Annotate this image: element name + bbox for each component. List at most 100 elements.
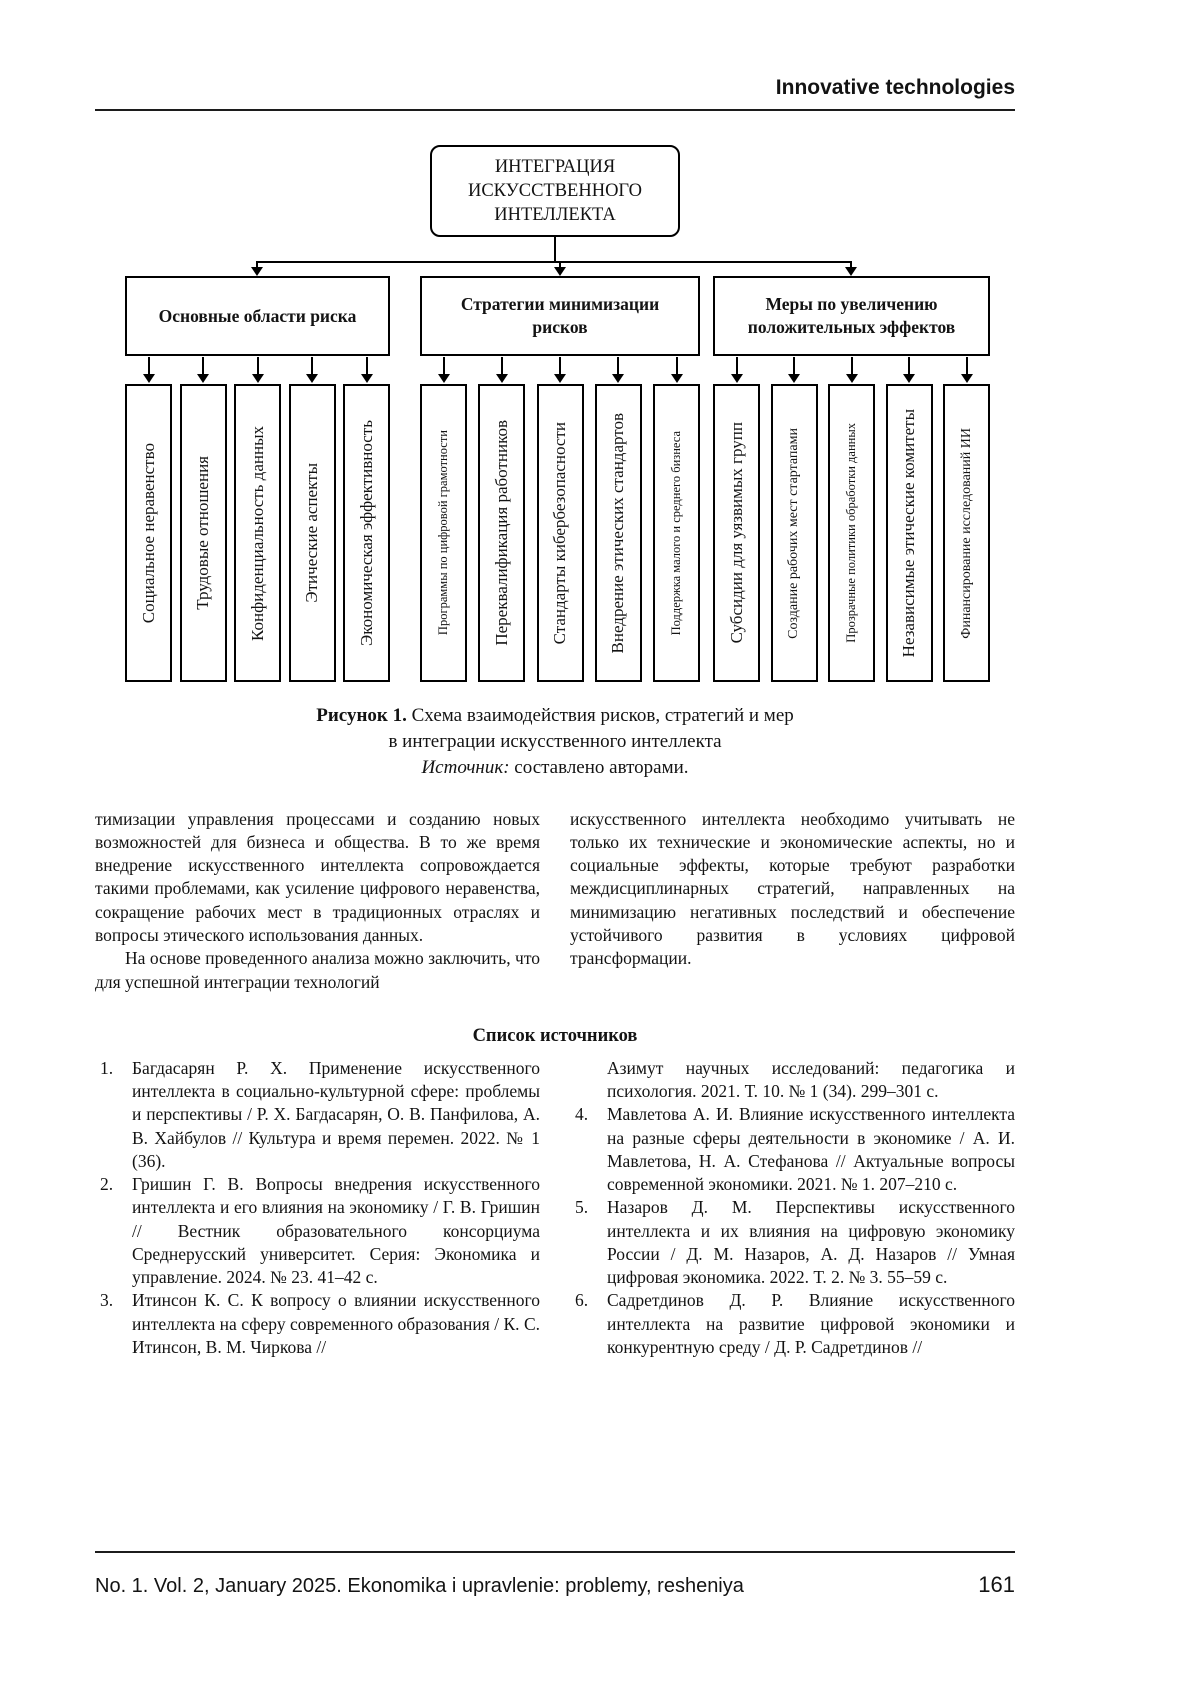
leaf-label: Прозрачные политики обработки данных (844, 423, 858, 643)
down-arrow-icon (420, 356, 467, 384)
leaf-label: Переквалификация работников (491, 420, 511, 646)
reference-item: 5. Назаров Д. М. Перспективы искусственн… (570, 1196, 1015, 1289)
reference-number: 2. (100, 1174, 114, 1195)
journal-page: Innovative technologies ИНТЕГРАЦИЯ ИСКУС… (95, 0, 1015, 1359)
figure-caption: Рисунок 1. Схема взаимодействия рисков, … (95, 703, 1015, 782)
down-arrow-icon (886, 356, 933, 384)
reference-item: 6. Садретдинов Д. Р. Влияние искусственн… (570, 1289, 1015, 1359)
diagram-leaf-node: Переквалификация работников (478, 384, 526, 682)
body-paragraph: искусственного интеллекта необходимо учи… (570, 808, 1015, 969)
leaf-label: Программы по цифровой грамотности (436, 430, 450, 636)
references-column-left: 1. Багдасарян Р. Х. Применение искусстве… (95, 1057, 540, 1359)
leaf-label: Внедрение этических стандартов (608, 412, 628, 654)
down-arrow-icon (289, 356, 336, 384)
figure-caption-line1: Рисунок 1. Схема взаимодействия рисков, … (95, 703, 1015, 729)
references-heading: Список источников (472, 1025, 638, 1046)
reference-text: Садретдинов Д. Р. Влияние искусственного… (607, 1290, 1015, 1357)
down-arrow-icon (845, 267, 857, 276)
down-arrow-icon (478, 356, 525, 384)
connector-line (850, 263, 852, 268)
body-paragraph: На основе проведенного анализа можно зак… (95, 948, 540, 992)
reference-text: Мавлетова А. И. Влияние искусственного и… (607, 1104, 1015, 1195)
footer-rule (95, 1551, 1015, 1553)
diagram-root-node: ИНТЕГРАЦИЯ ИСКУССТВЕННОГО ИНТЕЛЛЕКТА (430, 145, 680, 237)
reference-text: Азимут научных исследований: педагогика … (607, 1057, 1015, 1102)
down-arrow-icon (595, 356, 642, 384)
figure-source-text: составлено авторами. (509, 757, 689, 779)
branch-arrow-row (125, 356, 390, 384)
running-head: Innovative technologies (775, 76, 1015, 99)
branch-items-row: Программы по цифровой грамотности Перекв… (420, 384, 700, 682)
diagram-leaf-node: Стандарты кибербезопасности (536, 384, 584, 682)
diagram-leaf-node: Социальное неравенство (125, 384, 172, 682)
down-arrow-icon (251, 267, 263, 276)
diagram-leaf-node: Этические аспекты (288, 384, 336, 682)
diagram-branch-strategies: Стратегии минимизации рисков Программы п… (420, 276, 700, 682)
body-paragraph: тимизации управления процессами и создан… (95, 808, 540, 945)
down-arrow-icon (828, 356, 875, 384)
diagram-branch-risk-areas: Основные области риска Социальное нераве… (125, 276, 390, 682)
diagram-leaf-node: Экономическая эффективность (343, 384, 390, 682)
body-column-left: тимизации управления процессами и создан… (95, 808, 540, 994)
reference-item: 4. Мавлетова А. И. Влияние искусственног… (570, 1103, 1015, 1196)
branch-items-row: Субсидии для уязвимых групп Создание раб… (713, 384, 990, 682)
down-arrow-icon (943, 356, 990, 384)
diagram-leaf-node: Создание рабочих мест стартапами (770, 384, 818, 682)
diagram-branch-measures: Меры по увеличению положительных эффекто… (713, 276, 990, 682)
page-number: 161 (978, 1572, 1015, 1597)
connector-line (554, 237, 556, 263)
reference-number: 6. (575, 1290, 589, 1311)
diagram-leaf-node: Программы по цифровой грамотности (420, 384, 467, 682)
down-arrow-icon (771, 356, 818, 384)
leaf-label: Финансирование исследований ИИ (958, 427, 974, 639)
diagram-leaf-node: Внедрение этических стандартов (594, 384, 642, 682)
figure-caption-title: Схема взаимодействия рисков, стратегий и… (406, 705, 794, 726)
reference-number: 4. (575, 1104, 589, 1125)
connector-line (559, 263, 561, 268)
diagram-leaf-node: Конфиденциальность данных (234, 384, 281, 682)
down-arrow-icon (234, 356, 281, 384)
down-arrow-icon (653, 356, 700, 384)
branch-arrow-row (420, 356, 700, 384)
reference-item: 1. Багдасарян Р. Х. Применение искусстве… (95, 1057, 540, 1173)
diagram-leaf-node: Прозрачные политики обработки данных (828, 384, 875, 682)
figure-source-label: Источник: (421, 757, 510, 779)
diagram-leaf-node: Поддержка малого и среднего бизнеса (653, 384, 700, 682)
leaf-label: Стандарты кибербезопасности (550, 421, 569, 645)
down-arrow-icon (537, 356, 584, 384)
diagram-leaf-node: Трудовые отношения (179, 384, 227, 682)
branch-title-measures: Меры по увеличению положительных эффекто… (713, 276, 990, 356)
reference-text: Багдасарян Р. Х. Применение искусственно… (132, 1057, 540, 1171)
diagram-leaf-node: Субсидии для уязвимых групп (713, 384, 760, 682)
reference-number: 3. (100, 1290, 114, 1311)
connector-line (256, 261, 852, 263)
figure-caption-line2: в интеграции искусственного интеллекта (388, 731, 722, 753)
connector-line (256, 263, 258, 268)
branch-arrow-row (713, 356, 990, 384)
body-column-right: искусственного интеллекта необходимо учи… (570, 808, 1015, 994)
reference-text: Итинсон К. С. К вопросу о влиянии искусс… (132, 1290, 540, 1357)
leaf-label: Создание рабочих мест стартапами (786, 427, 801, 639)
figure-1-diagram: ИНТЕГРАЦИЯ ИСКУССТВЕННОГО ИНТЕЛЛЕКТА Осн… (95, 145, 1015, 685)
header-rule (95, 109, 1015, 111)
figure-caption-label: Рисунок 1. (316, 705, 407, 726)
down-arrow-icon (713, 356, 760, 384)
diagram-leaf-node: Независимые этические комитеты (885, 384, 933, 682)
down-arrow-icon (554, 267, 566, 276)
reference-number (570, 1057, 607, 1104)
references-list: 1. Багдасарян Р. Х. Применение искусстве… (95, 1057, 1015, 1359)
reference-text: Гришин Г. В. Вопросы внедрения искусстве… (132, 1174, 540, 1288)
leaf-label: Социальное неравенство (138, 442, 158, 624)
page-footer: No. 1. Vol. 2, January 2025. Ekonomika i… (95, 1551, 1015, 1598)
down-arrow-icon (125, 356, 172, 384)
reference-number: 1. (100, 1057, 114, 1078)
reference-text: Назаров Д. М. Перспективы искусственного… (607, 1197, 1015, 1288)
footer-journal-info: No. 1. Vol. 2, January 2025. Ekonomika i… (95, 1575, 744, 1597)
reference-item-continuation: Азимут научных исследований: педагогика … (570, 1057, 1015, 1104)
reference-item: 2. Гришин Г. В. Вопросы внедрения искусс… (95, 1173, 540, 1289)
diagram-root-label: ИНТЕГРАЦИЯ ИСКУССТВЕННОГО ИНТЕЛЛЕКТА (467, 156, 643, 226)
leaf-label: Трудовые отношения (193, 456, 212, 610)
leaf-label: Поддержка малого и среднего бизнеса (669, 430, 683, 636)
reference-item: 3. Итинсон К. С. К вопросу о влиянии иск… (95, 1289, 540, 1359)
branch-title-strategies: Стратегии минимизации рисков (420, 276, 700, 356)
